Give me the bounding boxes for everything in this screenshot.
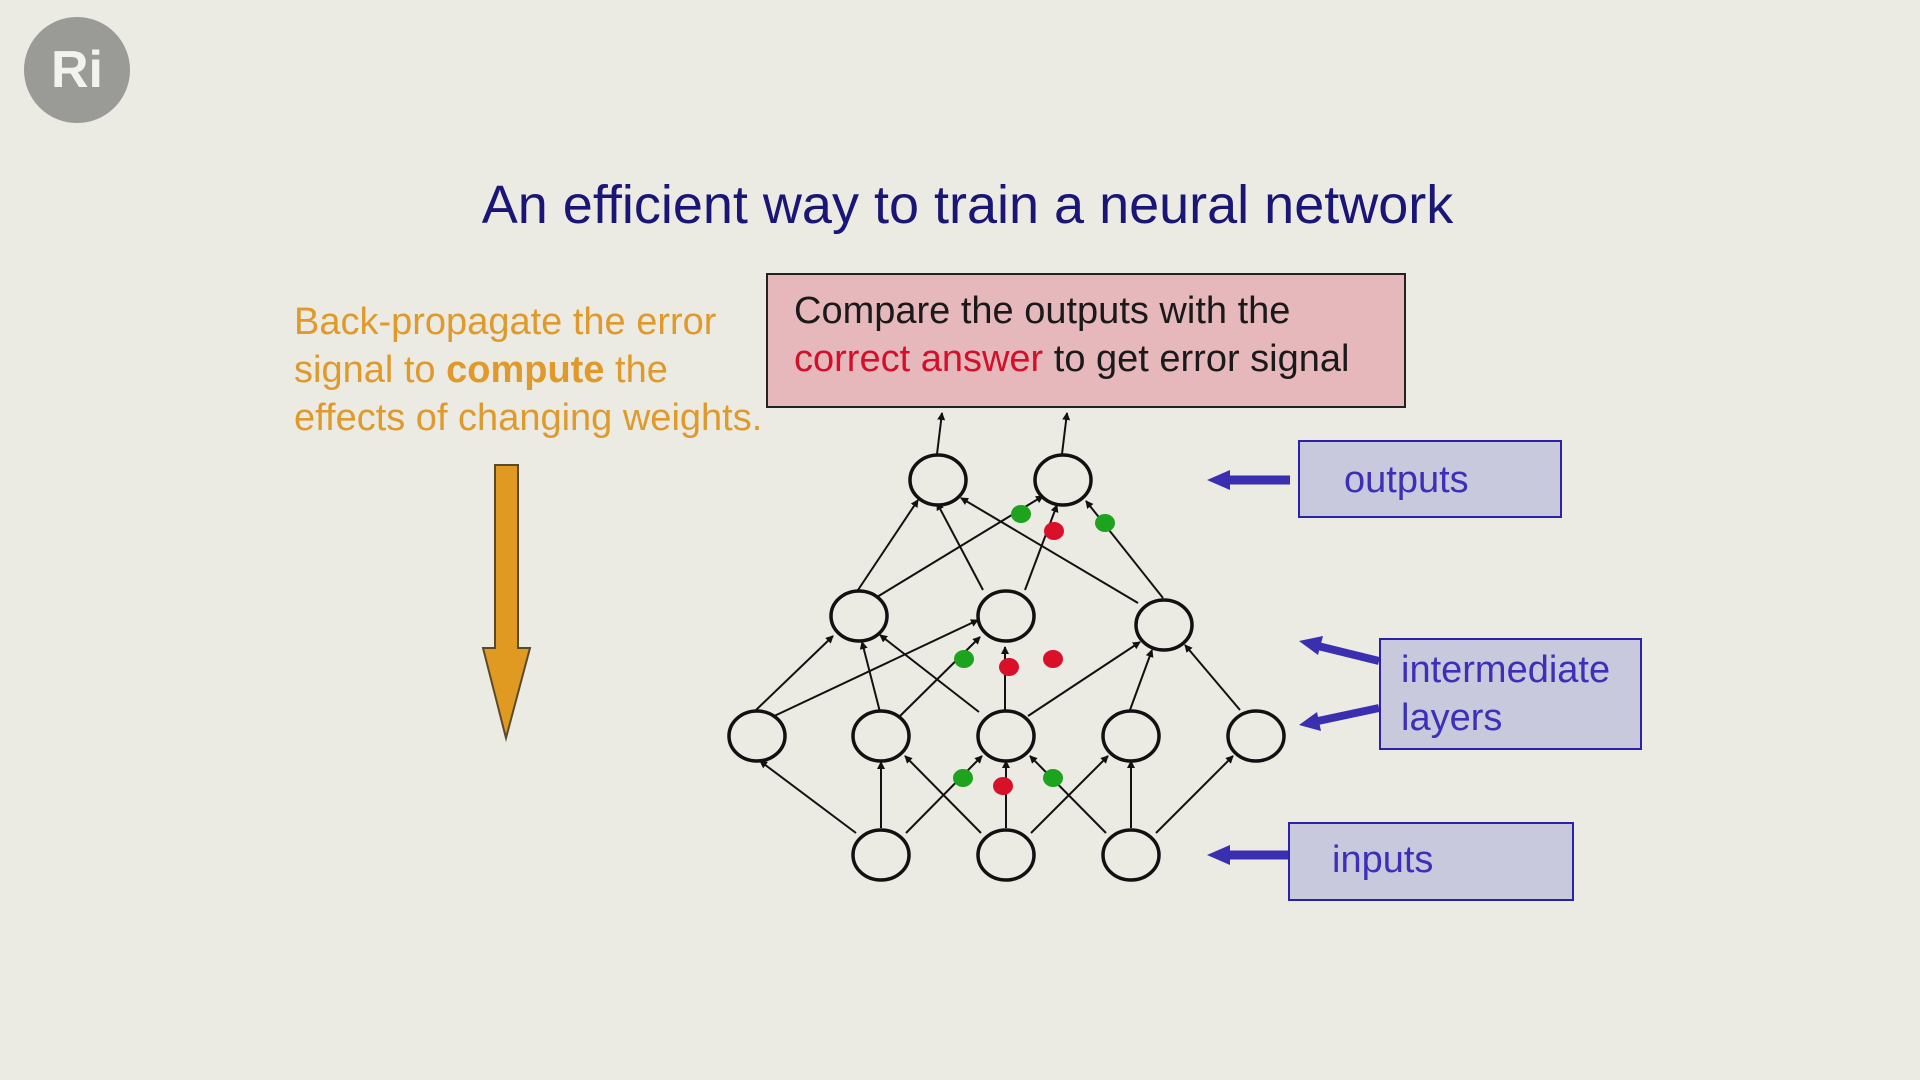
slide-title: An efficient way to train a neural netwo… xyxy=(481,175,1454,235)
connection xyxy=(1184,644,1241,711)
nodes xyxy=(727,453,1286,882)
intermediate-label-line1: intermediate xyxy=(1401,649,1611,691)
connections xyxy=(755,412,1241,834)
inputs-label: inputs xyxy=(1332,839,1434,881)
outputs-label: outputs xyxy=(1344,459,1469,501)
intermediate-layers-label-box: intermediate layers xyxy=(1379,638,1642,750)
connection xyxy=(1129,649,1154,711)
connection xyxy=(936,502,984,591)
connection xyxy=(859,641,881,713)
connection xyxy=(1027,641,1141,717)
hidden-node xyxy=(1101,709,1161,763)
input-node xyxy=(851,828,911,882)
green-weight-dot xyxy=(1011,505,1031,523)
backprop-text-part1: Back-propagate the error signal to xyxy=(294,301,717,391)
green-weight-dot xyxy=(954,650,974,668)
connection xyxy=(769,619,979,719)
ri-logo: Ri xyxy=(24,17,130,123)
intermediate-pointer-arrow-bottom xyxy=(1299,704,1380,731)
red-weight-dot xyxy=(1043,650,1063,668)
connection xyxy=(879,634,980,713)
red-weight-dot xyxy=(993,777,1013,795)
connection xyxy=(1029,755,1107,834)
hidden-node xyxy=(829,589,889,643)
output-arrow xyxy=(1061,412,1071,455)
red-weight-dot xyxy=(999,658,1019,676)
weight-dots xyxy=(953,505,1115,795)
output-arrow xyxy=(936,412,946,455)
pointer-arrows xyxy=(1207,470,1380,865)
intermediate-pointer-arrow-top xyxy=(1299,636,1380,665)
inputs-pointer-arrow xyxy=(1207,845,1288,865)
connection xyxy=(1155,755,1234,834)
connection xyxy=(759,760,857,834)
backprop-down-arrow xyxy=(481,464,532,742)
correct-answer-text: correct answer xyxy=(794,338,1044,380)
hidden-node xyxy=(851,709,911,763)
inputs-label-box: inputs xyxy=(1288,822,1574,901)
logo-text: Ri xyxy=(51,41,103,99)
connection xyxy=(1085,500,1164,599)
green-weight-dot xyxy=(953,769,973,787)
connection xyxy=(755,635,834,711)
connection xyxy=(898,636,981,718)
hidden-node xyxy=(727,709,787,763)
connection xyxy=(960,497,1139,604)
output-node xyxy=(908,453,968,507)
intermediate-label-line2: layers xyxy=(1401,697,1503,739)
hidden-node xyxy=(1226,709,1286,763)
hidden-node xyxy=(976,589,1036,643)
backprop-text-bold: compute xyxy=(446,349,605,391)
green-weight-dot xyxy=(1095,514,1115,532)
compare-line1: Compare the outputs with the xyxy=(794,290,1291,332)
backprop-description: Back-propagate the error signal to compu… xyxy=(294,298,764,442)
backprop-text-part2: the effects of changing weights. xyxy=(294,349,763,439)
connection xyxy=(1030,755,1109,834)
input-node xyxy=(1101,828,1161,882)
green-weight-dot xyxy=(1043,769,1063,787)
output-node xyxy=(1033,453,1093,507)
connection xyxy=(857,499,919,591)
compare-box: Compare the outputs with the correct ans… xyxy=(766,273,1406,408)
connection xyxy=(1024,504,1059,591)
outputs-label-box: outputs xyxy=(1298,440,1562,518)
compare-line2: correct answer to get error signal xyxy=(794,335,1404,383)
hidden-node xyxy=(1134,598,1194,652)
outputs-pointer-arrow xyxy=(1207,470,1290,490)
red-weight-dot xyxy=(1044,522,1064,540)
compare-rest-text: to get error signal xyxy=(1043,338,1350,380)
input-node xyxy=(976,828,1036,882)
hidden-node xyxy=(976,709,1036,763)
connection xyxy=(904,755,982,834)
